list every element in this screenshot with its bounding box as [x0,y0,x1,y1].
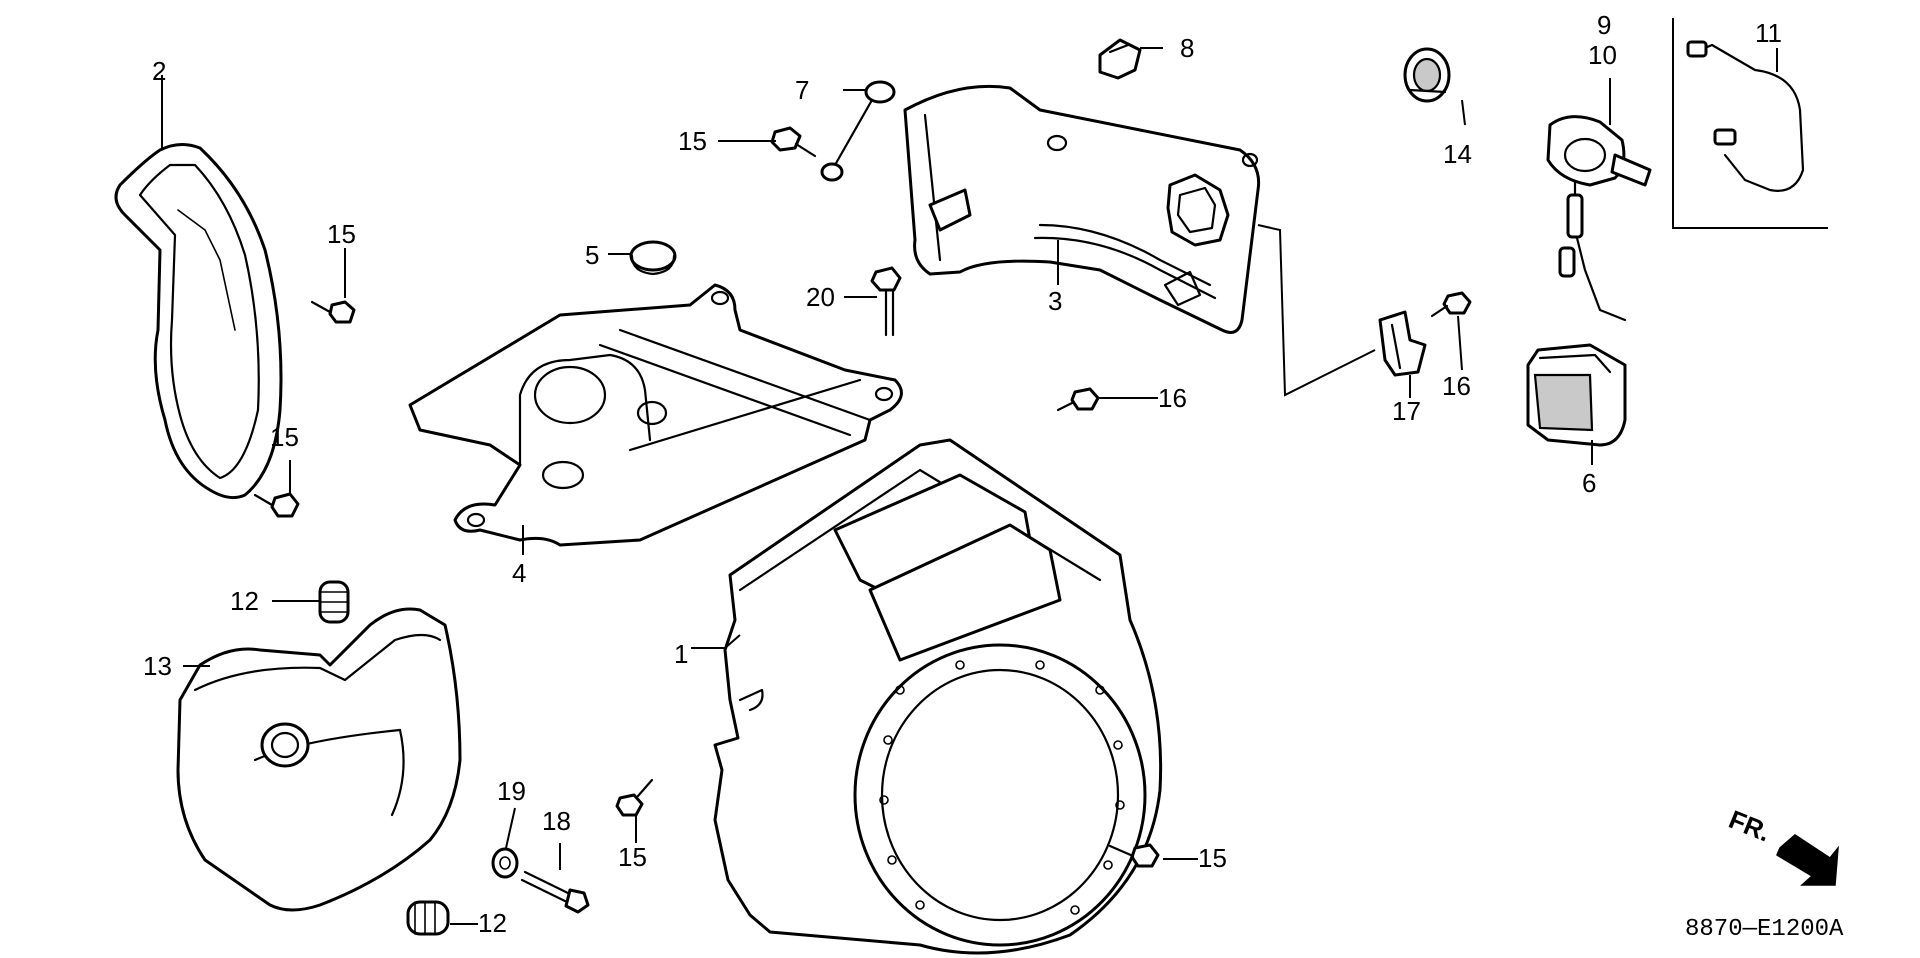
callout-7: 7 [795,75,809,105]
bolt-16-b [1056,387,1100,412]
bolt-15-b [310,300,356,324]
part-4-lower-plate [408,283,903,547]
bolt-15-e [1108,843,1160,868]
callout-4: 4 [512,558,526,588]
callout-13: 13 [143,651,172,681]
callout-5: 5 [585,240,599,270]
callout-8: 8 [1180,33,1194,63]
front-label: FR. [1725,804,1775,848]
bolt-15-a [770,126,817,158]
front-direction-arrow [1776,834,1839,886]
fan-cover-bolt-holes [879,660,1125,915]
part-12-grommet-lower [406,900,450,936]
part-12-grommet-upper [318,580,350,624]
callout-2: 2 [152,56,166,86]
bolt-20 [870,266,902,337]
callout-15-c: 15 [270,422,299,452]
callout-19: 19 [497,776,526,806]
callout-20: 20 [806,282,835,312]
callout-15-a: 15 [678,126,707,156]
callout-1: 1 [674,639,688,669]
leader-lines [161,47,1778,925]
part-14-cap [1403,47,1451,103]
callout-14: 14 [1443,139,1472,169]
assembly-leader-line [1257,224,1376,397]
callout-15-e: 15 [1198,843,1227,873]
part-5-grommet [629,240,677,276]
callout-16-a: 16 [1442,371,1471,401]
callout-17: 17 [1392,396,1421,426]
part-7-link [820,80,896,182]
callout-11: 11 [1755,18,1782,48]
callout-3: 3 [1048,286,1062,316]
part-9-10-switch [1546,115,1652,322]
diagram-code: 8870—E1200A [1685,916,1844,943]
part-8-clip [1098,38,1142,80]
part-1-fan-cover [713,438,1163,955]
callout-10: 10 [1588,40,1617,70]
callout-9: 9 [1597,10,1611,40]
callout-15-d: 15 [618,842,647,872]
callout-12-upper: 12 [230,586,259,616]
callout-6: 6 [1582,468,1596,498]
part-3-upper-cover [903,84,1261,334]
callout-16-b: 16 [1158,383,1187,413]
part-17-bracket [1378,310,1427,377]
part-11-wire [1672,18,1828,229]
washer-19 [491,847,519,879]
bolt-16-a [1430,291,1472,318]
part-2-side-seal [114,143,283,500]
bolt-15-d [615,778,654,817]
part-6-pad [1526,343,1627,447]
callout-labels: 1 2 3 4 5 6 7 8 9 10 11 12 12 13 14 15 1… [143,10,1844,943]
callout-18: 18 [542,806,571,836]
callout-15-b: 15 [327,219,356,249]
bolt-15-c [253,492,300,518]
callout-12-lower: 12 [478,908,507,938]
part-13-side-cover [176,607,462,912]
bolt-18 [520,870,590,914]
